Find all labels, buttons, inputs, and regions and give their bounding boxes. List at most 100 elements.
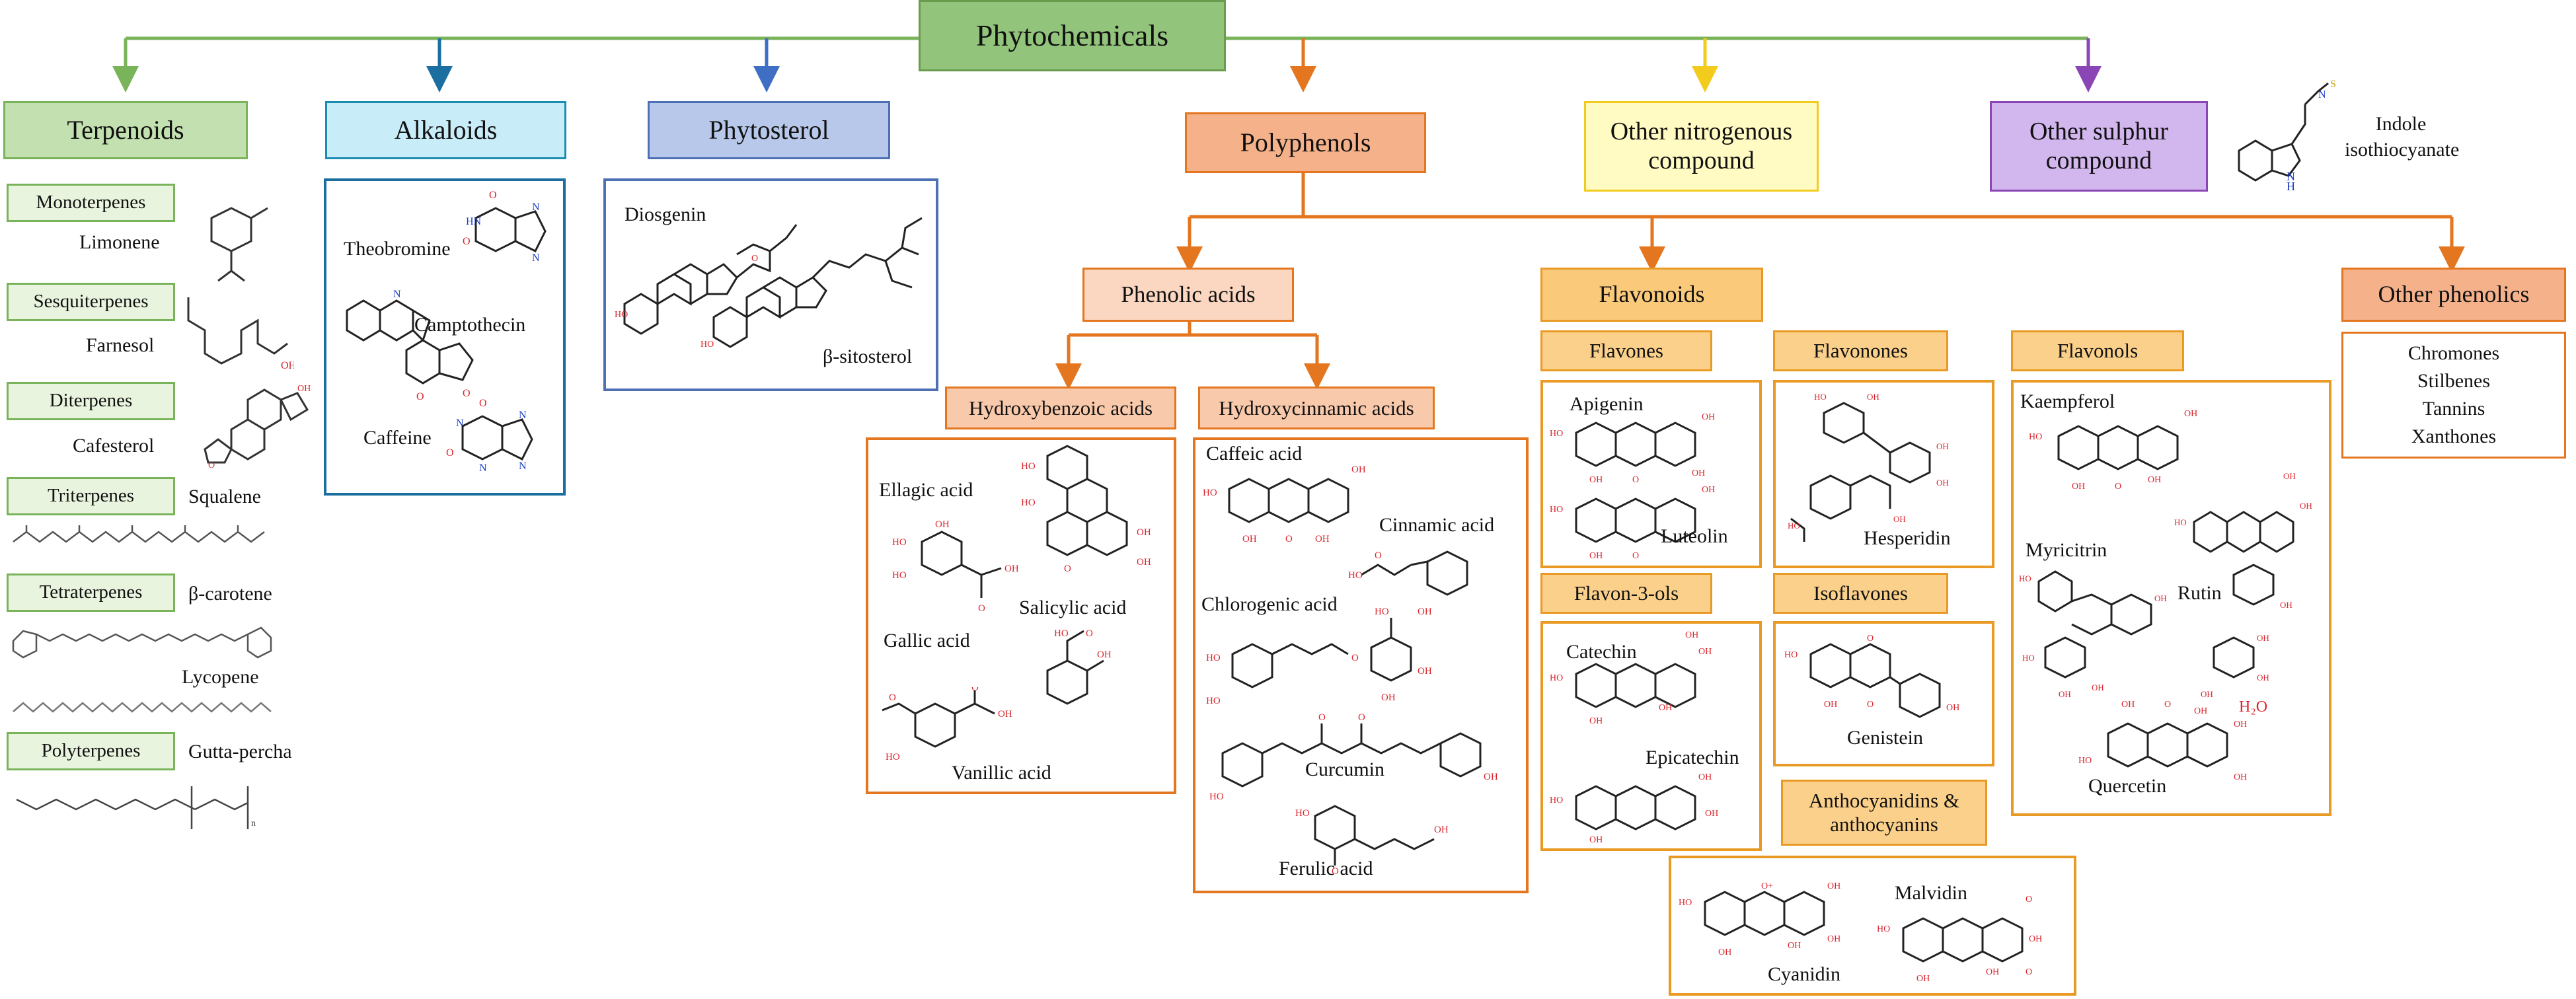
flavan-3-ols-header: Flavon-3-ols bbox=[1540, 573, 1712, 614]
svg-text:OH: OH bbox=[2234, 772, 2247, 782]
terpenoids-label: Terpenoids bbox=[67, 115, 184, 145]
svg-text:HO: HO bbox=[1206, 653, 1221, 663]
svg-text:OH: OH bbox=[1698, 772, 1712, 782]
svg-text:OH: OH bbox=[1097, 649, 1112, 660]
farnesol-label: Farnesol bbox=[86, 334, 155, 356]
class-monoterpenes: Monoterpenes bbox=[7, 184, 175, 222]
svg-text:OH: OH bbox=[1936, 478, 1949, 488]
polyphenols-label: Polyphenols bbox=[1240, 128, 1371, 157]
other-phenolic-item: Xanthones bbox=[2411, 426, 2497, 447]
svg-text:HO: HO bbox=[2078, 756, 2092, 766]
svg-text:OH: OH bbox=[2300, 501, 2312, 511]
theobromine-label: Theobromine bbox=[344, 238, 451, 260]
svg-text:HN: HN bbox=[466, 216, 482, 227]
svg-text:O: O bbox=[208, 461, 215, 469]
phytosterol-panel bbox=[603, 178, 938, 391]
isoflavones-panel bbox=[1773, 621, 1994, 766]
svg-text:OH: OH bbox=[2029, 934, 2042, 944]
hydroxybenzoic-acids-label: Hydroxybenzoic acids bbox=[968, 396, 1153, 420]
svg-text:OH: OH bbox=[1718, 947, 1731, 957]
svg-text:O: O bbox=[1318, 712, 1326, 723]
svg-text:OH: OH bbox=[2283, 471, 2296, 481]
svg-text:O: O bbox=[978, 603, 985, 614]
svg-text:HO: HO bbox=[1295, 808, 1310, 819]
svg-text:OH: OH bbox=[2201, 689, 2213, 699]
subclass-flavonoids: Flavonoids bbox=[1540, 268, 1763, 322]
farnesol-structure: OH bbox=[175, 291, 294, 380]
monoterpenes-label: Monoterpenes bbox=[36, 192, 146, 213]
svg-text:O: O bbox=[1867, 700, 1874, 710]
flavones-header: Flavones bbox=[1540, 330, 1712, 371]
svg-text:OH: OH bbox=[1589, 716, 1603, 726]
other-phenolic-item: Stilbenes bbox=[2417, 370, 2490, 392]
svg-text:HO: HO bbox=[1788, 521, 1800, 531]
class-triterpenes: Triterpenes bbox=[7, 477, 175, 515]
svg-text:HO: HO bbox=[1814, 392, 1827, 402]
svg-text:OH: OH bbox=[2121, 700, 2135, 710]
svg-text:S: S bbox=[2330, 79, 2336, 90]
other-phenolic-item: Tannins bbox=[2422, 398, 2485, 420]
diterpenes-label: Diterpenes bbox=[49, 390, 133, 412]
svg-text:HO: HO bbox=[892, 537, 907, 548]
flavonones-panel bbox=[1773, 380, 1994, 568]
svg-text:HO: HO bbox=[615, 310, 628, 320]
squalene-label: Squalene bbox=[188, 486, 261, 507]
lycopene-label: Lycopene bbox=[182, 666, 259, 688]
svg-text:OH: OH bbox=[1351, 464, 1366, 475]
flavones-panel bbox=[1540, 380, 1762, 568]
svg-text:OH: OH bbox=[2072, 482, 2085, 492]
svg-text:OH: OH bbox=[2280, 600, 2292, 610]
genistein-label: Genistein bbox=[1847, 727, 1923, 749]
svg-text:OH: OH bbox=[2154, 593, 2167, 603]
class-tetraterpenes: Tetraterpenes bbox=[7, 574, 175, 612]
svg-text:N: N bbox=[519, 461, 527, 472]
flavones-label: Flavones bbox=[1589, 339, 1663, 363]
category-polyphenols: Polyphenols bbox=[1185, 112, 1426, 173]
svg-text:O: O bbox=[479, 398, 487, 409]
root-label: Phytochemicals bbox=[975, 18, 1169, 52]
svg-text:OH: OH bbox=[281, 360, 294, 371]
svg-text:H: H bbox=[2287, 180, 2295, 193]
category-alkaloids: Alkaloids bbox=[325, 101, 566, 159]
ferulic-acid-label: Ferulic acid bbox=[1279, 858, 1373, 879]
svg-text:n: n bbox=[251, 819, 256, 829]
svg-text:OH: OH bbox=[1137, 557, 1151, 568]
svg-text:N: N bbox=[532, 202, 540, 213]
hesperidin-label: Hesperidin bbox=[1864, 527, 1951, 549]
svg-text:OH: OH bbox=[1936, 441, 1949, 451]
catechin-label: Catechin bbox=[1566, 641, 1637, 663]
svg-text:O: O bbox=[971, 687, 979, 693]
svg-text:OH: OH bbox=[1589, 551, 1603, 561]
svg-text:O: O bbox=[1358, 712, 1365, 723]
svg-text:HO: HO bbox=[701, 340, 714, 350]
chlorogenic-acid-label: Chlorogenic acid bbox=[1201, 593, 1338, 615]
svg-text:O: O bbox=[1332, 866, 1339, 875]
lycopene-structure bbox=[10, 695, 274, 722]
svg-text:HO: HO bbox=[2174, 517, 2187, 527]
svg-text:OH: OH bbox=[1381, 692, 1396, 703]
gutta-percha-label: Gutta-percha bbox=[188, 741, 292, 762]
svg-text:O: O bbox=[2026, 895, 2032, 905]
beta-carotene-structure bbox=[10, 618, 274, 664]
svg-text:O: O bbox=[446, 447, 454, 459]
flavonols-label: Flavonols bbox=[2057, 339, 2139, 363]
other-nitrogenous-label: Other nitrogenous compound bbox=[1610, 117, 1793, 174]
rutin-label: Rutin bbox=[2178, 582, 2222, 604]
svg-text:OH: OH bbox=[1824, 700, 1837, 710]
class-diterpenes: Diterpenes bbox=[7, 382, 175, 420]
svg-text:HO: HO bbox=[1679, 898, 1692, 908]
svg-text:HO: HO bbox=[1550, 673, 1563, 683]
